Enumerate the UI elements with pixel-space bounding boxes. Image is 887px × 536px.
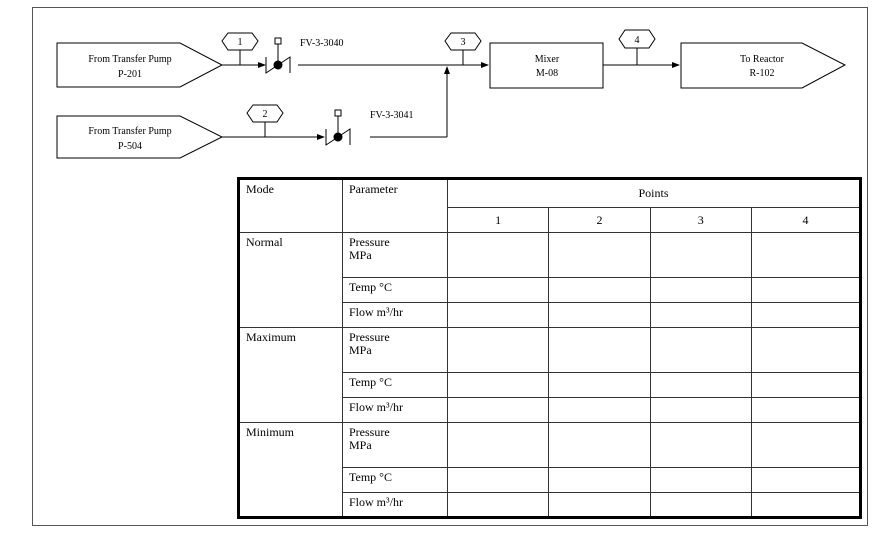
process-flow-diagram: From Transfer Pump P-201 From Transfer P… bbox=[56, 29, 847, 159]
value-cell[interactable] bbox=[649, 232, 752, 278]
value-cell[interactable] bbox=[446, 467, 550, 493]
header-point-4: 4 bbox=[750, 207, 862, 233]
valve-1-label: FV-3-3040 bbox=[300, 38, 344, 49]
value-cell[interactable] bbox=[548, 232, 651, 278]
value-cell[interactable] bbox=[750, 397, 862, 423]
parameter-cell: Flow m³/hr bbox=[342, 397, 448, 423]
value-cell[interactable] bbox=[750, 492, 862, 518]
value-cell[interactable] bbox=[649, 277, 752, 303]
value-cell[interactable] bbox=[750, 302, 862, 328]
value-cell[interactable] bbox=[750, 372, 862, 398]
parameter-cell: Temp °C bbox=[342, 467, 448, 493]
control-valve-icon bbox=[265, 37, 291, 74]
header-point-2: 2 bbox=[548, 207, 651, 233]
source-2-line1: From Transfer Pump bbox=[88, 126, 171, 137]
mode-cell: Minimum bbox=[238, 422, 343, 518]
header-parameter: Parameter bbox=[342, 178, 448, 233]
mode-cell: Normal bbox=[238, 232, 343, 328]
parameter-cell: Flow m³/hr bbox=[342, 302, 448, 328]
value-cell[interactable] bbox=[548, 302, 651, 328]
table-subheader-row: 1 2 3 4 bbox=[239, 207, 862, 233]
header-point-3: 3 bbox=[649, 207, 752, 233]
value-cell[interactable] bbox=[548, 277, 651, 303]
table-row: Temp °C bbox=[239, 467, 862, 493]
point-3-label: 3 bbox=[461, 37, 466, 48]
source-p201-shape bbox=[56, 42, 224, 88]
table-row: Flow m³/hr bbox=[239, 397, 862, 423]
value-cell[interactable] bbox=[548, 372, 651, 398]
table-header-row: Mode Parameter Points bbox=[238, 178, 861, 233]
point-1-label: 1 bbox=[238, 37, 243, 48]
value-cell[interactable] bbox=[750, 327, 862, 373]
header-mode: Mode bbox=[238, 178, 343, 233]
value-cell[interactable] bbox=[548, 422, 651, 468]
table-row: Temp °C bbox=[239, 277, 862, 303]
parameter-cell: Temp °C bbox=[342, 277, 448, 303]
value-cell[interactable] bbox=[446, 372, 550, 398]
parameter-cell: Flow m³/hr bbox=[342, 492, 448, 518]
value-cell[interactable] bbox=[649, 467, 752, 493]
mixer-box bbox=[489, 42, 604, 89]
value-cell[interactable] bbox=[446, 397, 550, 423]
operating-conditions-table: Mode Parameter Points 1 2 3 4 Normal Pre… bbox=[237, 177, 862, 519]
value-cell[interactable] bbox=[750, 232, 862, 278]
point-2-label: 2 bbox=[263, 109, 268, 120]
mixer-line2: M-08 bbox=[536, 68, 558, 79]
value-cell[interactable] bbox=[446, 302, 550, 328]
table-row: Flow m³/hr bbox=[239, 492, 862, 518]
value-cell[interactable] bbox=[649, 397, 752, 423]
value-cell[interactable] bbox=[649, 422, 752, 468]
value-cell[interactable] bbox=[750, 467, 862, 493]
value-cell[interactable] bbox=[446, 327, 550, 373]
value-cell[interactable] bbox=[548, 467, 651, 493]
header-points: Points bbox=[447, 178, 861, 208]
value-cell[interactable] bbox=[548, 492, 651, 518]
value-cell[interactable] bbox=[446, 277, 550, 303]
header-point-1: 1 bbox=[446, 207, 550, 233]
point-2-hexagon bbox=[246, 104, 284, 123]
value-cell[interactable] bbox=[649, 302, 752, 328]
value-cell[interactable] bbox=[446, 492, 550, 518]
control-valve-icon bbox=[325, 109, 351, 146]
reactor-shape bbox=[680, 42, 847, 89]
figure-frame bbox=[32, 7, 868, 526]
value-cell[interactable] bbox=[750, 277, 862, 303]
value-cell[interactable] bbox=[446, 422, 550, 468]
parameter-cell: Temp °C bbox=[342, 372, 448, 398]
value-cell[interactable] bbox=[649, 372, 752, 398]
point-4-hexagon bbox=[618, 29, 656, 49]
valve-2-label: FV-3-3041 bbox=[370, 110, 414, 121]
source-2-line2: P-504 bbox=[118, 141, 142, 152]
value-cell[interactable] bbox=[649, 327, 752, 373]
reactor-line2: R-102 bbox=[750, 68, 775, 79]
value-cell[interactable] bbox=[446, 232, 550, 278]
mode-cell: Maximum bbox=[238, 327, 343, 423]
point-4-label: 4 bbox=[635, 35, 640, 46]
value-cell[interactable] bbox=[750, 422, 862, 468]
point-3-hexagon bbox=[444, 32, 482, 51]
mixer-line1: Mixer bbox=[535, 54, 560, 65]
reactor-line1: To Reactor bbox=[740, 54, 785, 65]
source-p504-shape bbox=[56, 115, 224, 159]
value-cell[interactable] bbox=[649, 492, 752, 518]
value-cell[interactable] bbox=[548, 397, 651, 423]
point-1-hexagon bbox=[221, 32, 259, 51]
source-1-line1: From Transfer Pump bbox=[88, 54, 171, 65]
source-1-line2: P-201 bbox=[118, 69, 142, 80]
value-cell[interactable] bbox=[548, 327, 651, 373]
